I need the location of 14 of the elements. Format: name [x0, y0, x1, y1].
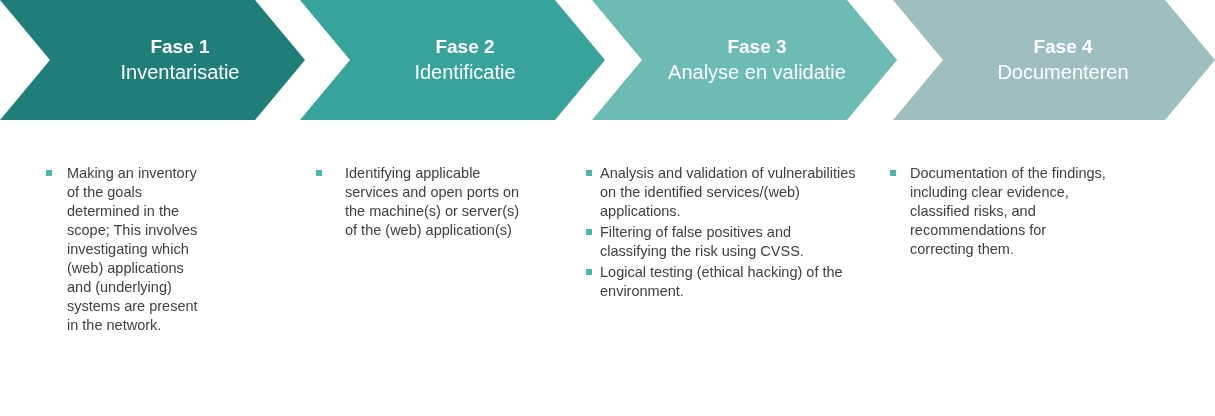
phase-heading: Fase 3 [727, 35, 787, 59]
phase-heading: Fase 1 [150, 35, 210, 59]
phase-heading: Fase 2 [435, 35, 495, 59]
phase-title: Documenteren [997, 60, 1129, 85]
phase-title: Inventarisatie [120, 60, 240, 85]
phase-heading: Fase 4 [1033, 35, 1093, 59]
bullet-text: Analysis and validation of vulnerabilities on the identified services/(web) applications. [600, 164, 856, 221]
bullet-text: Filtering of false positives and classifying the risk using CVSS. [600, 223, 805, 261]
bullet-text: Logical testing (ethical hacking) of the environment. [600, 263, 844, 301]
bullet-text: Making an inventory of the goals determined in the scope; This involves investigating which (web) applications and (underlying) systems are present in the network. [67, 164, 199, 335]
bullet-text: Identifying applicable services and open ports on the machine(s) or server(s) of the (web) application(s) [345, 164, 521, 240]
bullet-text: Documentation of the findings, including clear evidence, classified risks, and recommendations for correcting them. [910, 164, 1106, 259]
phase-title: Analyse en validatie [668, 60, 846, 85]
phase-title: Identificatie [414, 60, 516, 85]
